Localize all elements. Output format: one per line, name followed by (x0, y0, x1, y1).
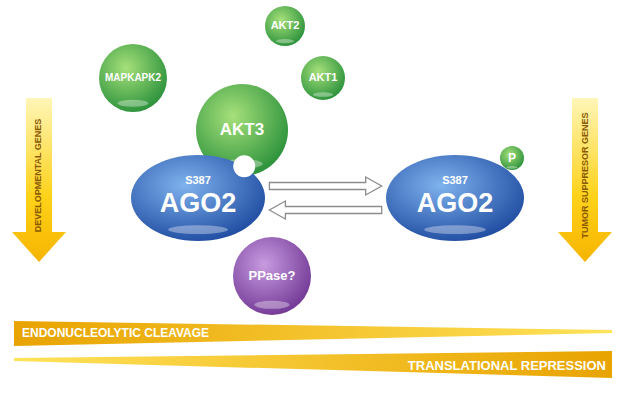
node-label: AGO2 (160, 189, 237, 217)
gloss-highlight (276, 39, 294, 43)
reaction-arrow (269, 177, 381, 195)
site-label: S387 (185, 175, 211, 187)
gloss-highlight (118, 100, 149, 107)
gloss-highlight (313, 92, 333, 97)
yellow-down-arrow (558, 98, 612, 262)
text-column: AKT1 (300, 55, 346, 101)
node-label: AKT2 (271, 20, 300, 32)
arrow-caption: DEVELOPMENTAL GENES (35, 118, 44, 232)
shape-fill (301, 56, 345, 100)
ago2-ellipse: S387AGO2 (130, 154, 266, 242)
site-label: S387 (442, 175, 468, 187)
gloss-highlight (424, 225, 486, 234)
shape-fill (386, 155, 524, 241)
shape-fill (500, 146, 524, 170)
node-label: MAPKAPK2 (105, 73, 161, 84)
repression-wedge (14, 351, 612, 378)
text-column: S387AGO2 (385, 154, 525, 242)
ago2-ellipse: S387AGO2 (385, 154, 525, 242)
node-label: AGO2 (417, 189, 494, 217)
phosphate-circle: P (499, 145, 525, 171)
gloss-highlight (254, 301, 289, 309)
node-label: AKT1 (309, 72, 338, 84)
text-column: S387AGO2 (130, 154, 266, 242)
node-label: PPase? (249, 269, 296, 283)
wedge-caption: TRANSLATIONAL REPRESSION (408, 359, 606, 372)
gloss-highlight (506, 166, 517, 169)
kinase-circle: MAPKAPK2 (98, 43, 168, 113)
yellow-down-arrow (12, 98, 66, 262)
shape-fill (99, 44, 167, 112)
shape-fill (131, 155, 265, 241)
node-label: AKT3 (220, 121, 264, 139)
phosphatase-circle: PPase? (232, 236, 312, 316)
shape-fill (265, 6, 305, 46)
empty-site-notch (233, 155, 255, 177)
text-column: P (499, 145, 525, 171)
arrow-caption: TUMOR SUPPRESOR GENES (581, 112, 590, 238)
kinase-circle: AKT2 (264, 5, 306, 47)
kinase-circle: AKT1 (300, 55, 346, 101)
gloss-highlight (168, 225, 228, 234)
text-column: MAPKAPK2 (98, 43, 168, 113)
wedge-caption: ENDONUCLEOLYTIC CLEAVAGE (22, 327, 209, 339)
text-column: PPase? (232, 236, 312, 316)
text-column: AKT2 (264, 5, 306, 47)
cleavage-wedge (14, 321, 612, 346)
reaction-arrow (269, 201, 381, 219)
node-label: P (508, 152, 516, 165)
shape-fill (233, 237, 311, 315)
